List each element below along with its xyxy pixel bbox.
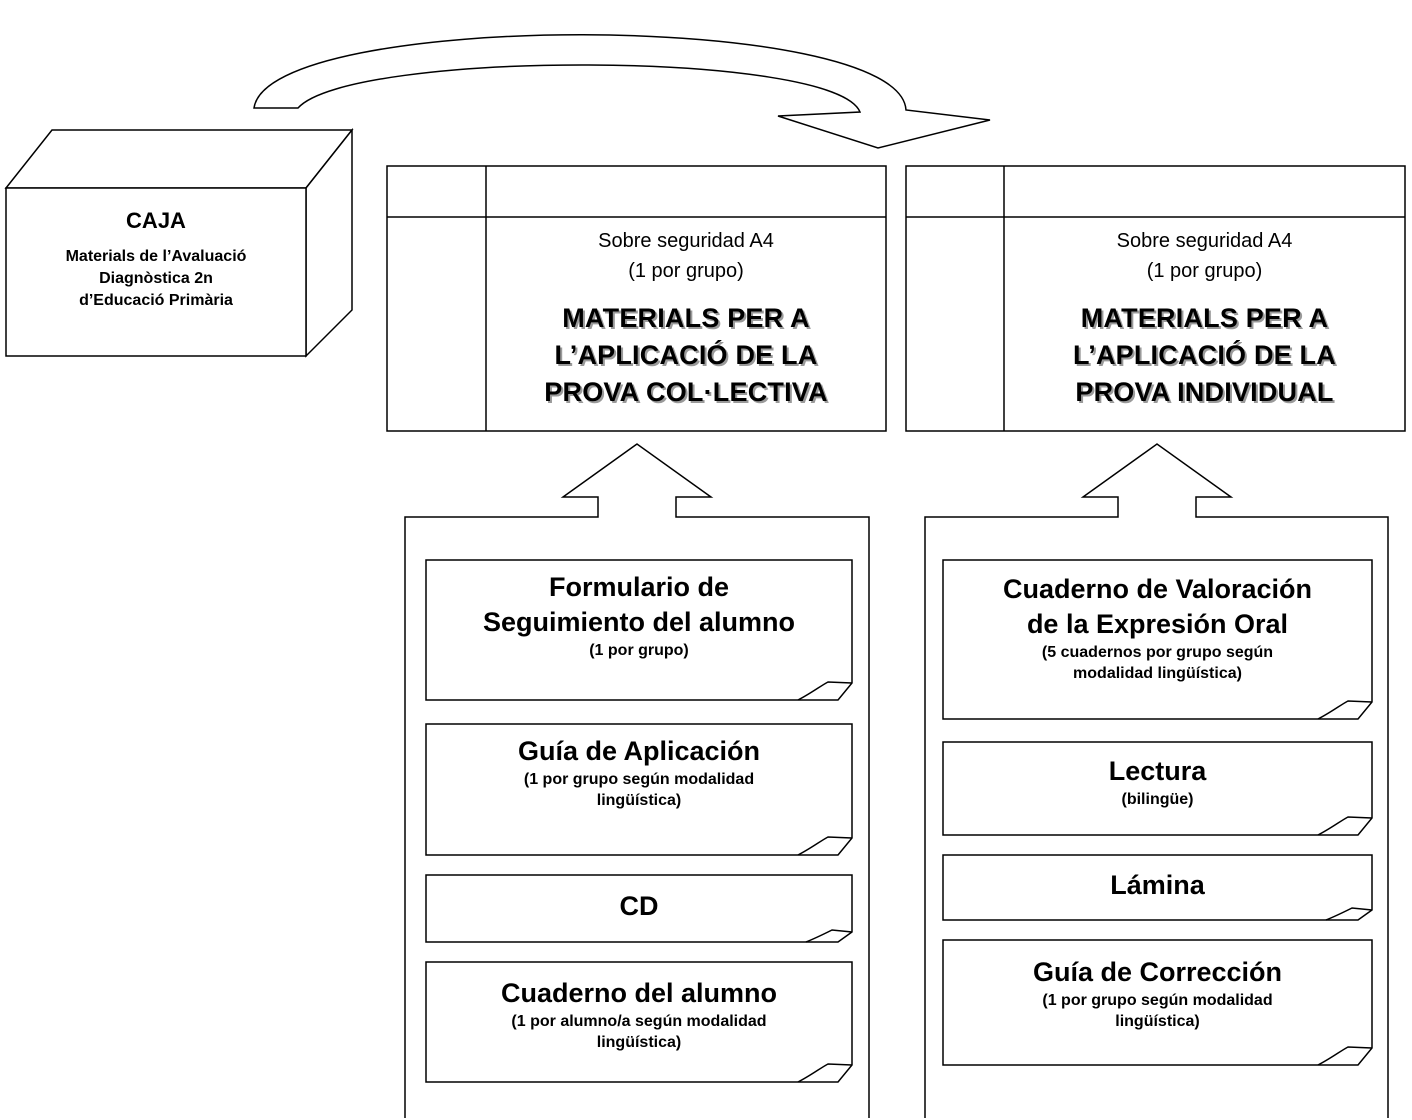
doc-title: Guía de Corrección [1032,957,1283,987]
doc-subtitle: (1 por grupo) [589,642,689,659]
doc-subtitle: (1 por grupo según modalidad [523,771,755,788]
doc-subtitle: modalidad lingüística) [1073,665,1242,682]
doc-title: Guía de Aplicación [517,736,761,766]
doc-card-shape [942,939,1373,1066]
envelope-title-1: MATERIALS PER A [562,303,810,333]
envelope-line-1: Sobre seguridad A4 [598,230,774,252]
envelope-individual-shape [905,165,1406,432]
doc-cd: CD [426,889,852,924]
doc-title: Lámina [1110,870,1205,900]
doc-subtitle: lingüística) [596,1034,682,1051]
envelope-title-2: L’APLICACIÓ DE LA [1073,340,1336,370]
doc-card-shape [942,741,1373,836]
doc-title: Cuaderno del alumno [500,978,778,1008]
box-line-3: d’Educació Primària [79,292,233,309]
doc-title: Lectura [1108,756,1207,786]
box-line-2: Diagnòstica 2n [99,270,213,287]
envelope-individual-label: Sobre seguridad A4 (1 por grupo) MATERIA… [1004,226,1405,411]
doc-card-shape [942,559,1373,720]
doc-card-shape [425,559,853,701]
doc-formulario: Formulario de Seguimiento del alumno (1 … [426,570,852,661]
doc-title: Seguimiento del alumno [482,607,796,637]
doc-guia-correccion: Guía de Corrección (1 por grupo según mo… [943,955,1372,1032]
box-title: CAJA [126,208,186,233]
envelope-title-1: MATERIALS PER A [1080,303,1329,333]
doc-title: CD [619,891,659,921]
doc-subtitle: (bilingüe) [1121,791,1194,808]
curved-arrow [253,34,991,149]
doc-title: Formulario de [548,572,730,602]
envelope-line-2: (1 por grupo) [1146,260,1263,282]
doc-subtitle: lingüística) [596,792,682,809]
doc-subtitle: (1 por grupo según modalidad [1042,992,1273,1009]
envelope-line-2: (1 por grupo) [628,260,744,282]
envelope-title-3: PROVA COL·LECTIVA [544,377,828,407]
doc-cuaderno-alumno: Cuaderno del alumno (1 por alumno/a segú… [426,976,852,1053]
doc-cuaderno-valoracion: Cuaderno de Valoración de la Expresión O… [943,572,1372,684]
envelope-title-2: L’APLICACIÓ DE LA [554,340,818,370]
doc-lamina: Lámina [943,868,1372,903]
doc-subtitle: (1 por alumno/a según modalidad [511,1013,767,1030]
doc-card-shape [425,723,853,856]
box-line-1: Materials de l’Avaluació [65,248,247,265]
doc-subtitle: (5 cuadernos por grupo según [1041,644,1274,661]
doc-card-shape [425,961,853,1083]
envelope-title-3: PROVA INDIVIDUAL [1075,377,1334,407]
envelope-collective-shape [386,165,887,432]
doc-card-shape [425,874,853,943]
doc-card-shape [942,854,1373,921]
doc-title: de la Expresión Oral [1026,609,1289,639]
envelope-line-1: Sobre seguridad A4 [1116,230,1293,252]
doc-guia-aplicacion: Guía de Aplicación (1 por grupo según mo… [426,734,852,811]
doc-lectura: Lectura (bilingüe) [943,754,1372,810]
doc-title: Cuaderno de Valoración [1002,574,1313,604]
doc-subtitle: lingüística) [1115,1013,1200,1030]
envelope-collective-label: Sobre seguridad A4 (1 por grupo) MATERIA… [486,226,886,411]
box-label: CAJA Materials de l’Avaluació Diagnòstic… [6,208,306,312]
box-shape [4,127,354,358]
